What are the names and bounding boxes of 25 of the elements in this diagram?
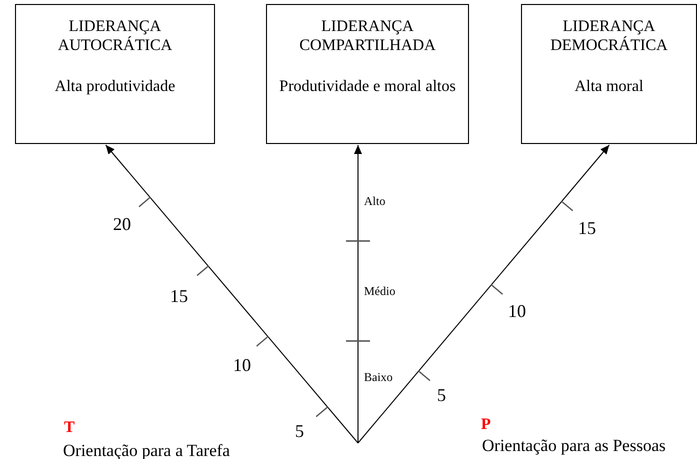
box-heading: LIDERANÇA DEMOCRÁTICA [549,17,669,55]
box-heading: LIDERANÇA AUTOCRÁTICA [56,17,174,55]
axis-letter: P [481,417,491,433]
leadership-box [266,4,469,144]
arrow [105,144,358,444]
axis-label: Orientação para as Pessoas [482,437,666,454]
box-text: Alta produtividade [54,77,176,97]
box-text: Alta moral [574,77,644,97]
box-text: Produtividade e moral altos [279,77,456,97]
arrow [354,144,362,444]
scale-number: 15 [170,287,188,305]
arrow [358,144,610,444]
scale-number: 5 [437,386,446,404]
leadership-box [15,4,215,144]
scale-number: 10 [233,356,251,374]
box-heading: LIDERANÇA COMPARTILHADA [298,17,437,55]
scale-number: 20 [113,215,131,233]
leadership-box [521,4,697,144]
level-label: Baixo [364,371,393,383]
scale-number: 10 [508,302,526,320]
level-label: Médio [364,285,396,297]
scale-number: 5 [295,422,304,440]
axis-letter: T [64,420,75,436]
level-label: Alto [364,195,386,207]
scale-number: 15 [578,219,596,237]
